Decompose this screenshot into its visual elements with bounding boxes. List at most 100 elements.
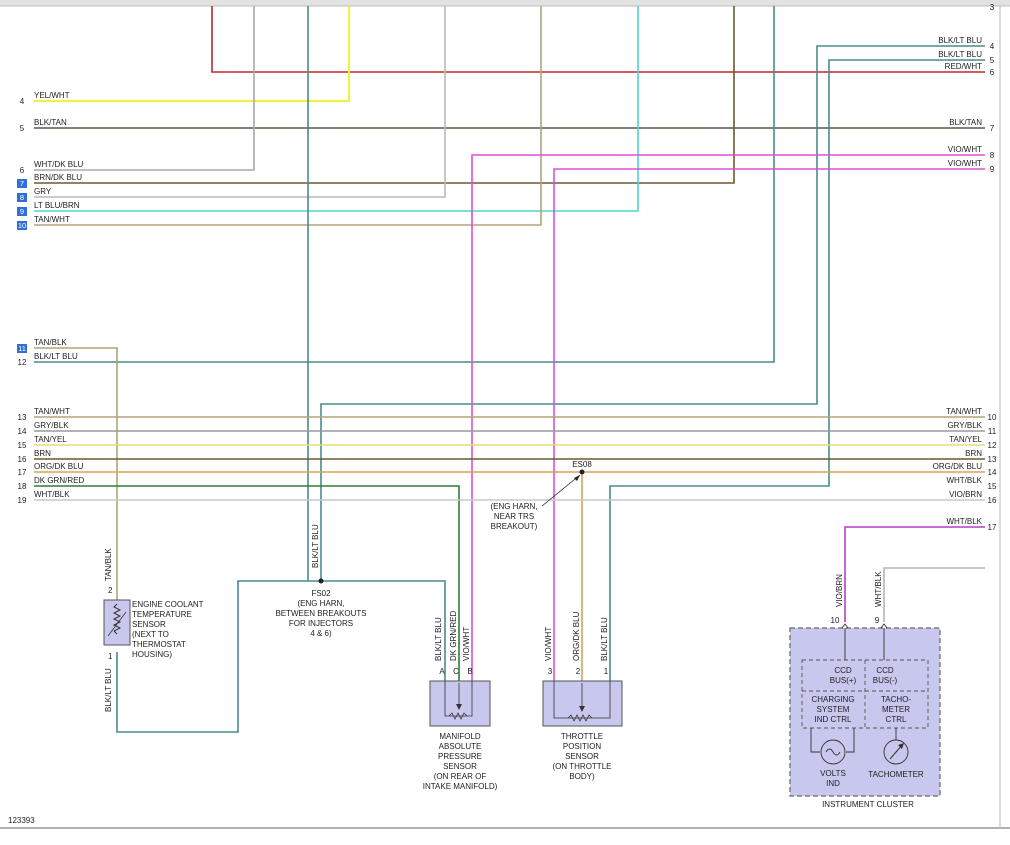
right-wire-label: BLK/LT BLU [938, 50, 982, 59]
pin-highlight [17, 221, 27, 230]
left-wire-label: BLK/TAN [34, 118, 67, 127]
left-wire-label: WHT/DK BLU [34, 160, 84, 169]
charging-ctrl-3: IND CTRL [815, 715, 852, 724]
wire-fs02-to-ect [116, 580, 321, 733]
ect-sensor-body [103, 599, 131, 646]
right-connector-pin: 14 ORG/DK BLU [933, 462, 997, 477]
left-wire-label: LT BLU/BRN [34, 201, 80, 210]
right-wire-label: VIO/WHT [948, 145, 982, 154]
map-desc-3: PRESSURE [438, 752, 482, 761]
right-wire-label: RED/WHT [945, 62, 982, 71]
right-wire-label: VIO/WHT [948, 159, 982, 168]
wire-vio-brn [844, 526, 985, 622]
map-desc-4: SENSOR [443, 762, 477, 771]
right-wire-label: WHT/BLK [946, 517, 982, 526]
right-connector-pin: 3 [990, 3, 995, 12]
map-pin-c: C [453, 667, 459, 676]
left-wire-label: GRY/BLK [34, 421, 69, 430]
wire-yel-wht [34, 6, 351, 103]
wire-vio-wht-9 [553, 168, 985, 681]
left-pin-number: 9 [20, 207, 24, 216]
tach-ctrl-3: CTRL [886, 715, 907, 724]
tps-pin-1: 1 [604, 667, 609, 676]
tps-wire-1: BLK/LT BLU [600, 617, 609, 661]
wire-red-wht [211, 6, 985, 73]
right-connector-pin: 9 VIO/WHT [948, 159, 995, 174]
es08-leader [541, 474, 581, 507]
es08-name: ES08 [572, 460, 592, 469]
tps-pin-2: 2 [576, 667, 581, 676]
right-pin-number: 13 [988, 455, 997, 464]
ect-desc-3: SENSOR [132, 620, 166, 629]
left-pin-number: 4 [20, 97, 25, 106]
tps-desc-5: BODY) [569, 772, 595, 781]
right-wire-label: TAN/YEL [949, 435, 982, 444]
right-wire-label: ORG/DK BLU [933, 462, 983, 471]
left-wire-label: BRN [34, 449, 51, 458]
wire-fs02-to-map [321, 580, 446, 681]
tps-pin-3: 3 [548, 667, 553, 676]
right-pin-number: 15 [988, 482, 997, 491]
wire-wht-blk-17 [883, 567, 985, 622]
map-wire-a: BLK/LT BLU [434, 617, 443, 661]
left-pin-number: 12 [18, 358, 27, 367]
ect-desc-4: (NEXT TO [132, 630, 169, 639]
right-pin-number: 14 [988, 468, 997, 477]
tps-desc-2: POSITION [563, 742, 601, 751]
pin-highlight [17, 207, 27, 216]
left-pin-number: 17 [18, 468, 27, 477]
instrument-cluster-label: INSTRUMENT CLUSTER [822, 800, 914, 809]
ect-pin-top: 2 [108, 586, 113, 595]
left-wire-label: TAN/WHT [34, 215, 70, 224]
fs02-desc-2: BETWEEN BREAKOUTS [275, 609, 366, 618]
right-connector-pin: 8 VIO/WHT [948, 145, 995, 160]
fs02-wire-label: BLK/LT BLU [311, 524, 320, 568]
pin-highlight [17, 344, 27, 353]
right-connector-pin: 15 WHT/BLK [946, 476, 997, 491]
ect-desc-6: HOUSING) [132, 650, 172, 659]
fs02-splice-dot [318, 578, 324, 584]
right-pin-number: 8 [990, 151, 995, 160]
left-wire-label: WHT/BLK [34, 490, 70, 499]
left-pin-number: 6 [20, 166, 25, 175]
tach-ctrl-1: TACHO- [881, 695, 911, 704]
es08-desc-3: BREAKOUT) [491, 522, 538, 531]
right-pin-number: 6 [990, 68, 995, 77]
left-pin-number: 5 [20, 124, 25, 133]
map-sensor: BLK/LT BLU DK GRN/RED VIO/WHT A C B MANI… [423, 611, 498, 791]
right-connector-pin: 5 BLK/LT BLU [938, 50, 995, 65]
figure-id: 123393 [8, 816, 35, 825]
wire-brn-dk-blu [34, 6, 735, 184]
right-pin-number: 10 [988, 413, 997, 422]
right-pin-number: 5 [990, 56, 995, 65]
wire-blk-lt-blu-12 [34, 6, 775, 363]
map-sensor-body [429, 680, 491, 727]
left-pin-number: 13 [18, 413, 27, 422]
es08-splice-dot [579, 469, 585, 475]
tps-sensor-body [542, 680, 623, 727]
instrument-cluster: VIO/BRN WHT/BLK 10 9 CCD BUS(+) CCD BUS(… [789, 571, 941, 809]
ect-wire-top-label: TAN/BLK [104, 548, 113, 581]
volts-ind-1: VOLTS [820, 769, 846, 778]
tach-ctrl-2: METER [882, 705, 910, 714]
wire-vio-wht-8 [471, 154, 985, 681]
wire-lt-blu-brn [34, 6, 639, 212]
ect-sensor: TAN/BLK 2 1 BLK/LT BLU ENGINE COOLANT TE… [103, 548, 204, 712]
fs02-desc-3: FOR INJECTORS [289, 619, 353, 628]
right-wire-label: WHT/BLK [946, 476, 982, 485]
right-connector-pin: 6 RED/WHT [945, 62, 995, 77]
right-wire-label: VIO/BRN [949, 490, 982, 499]
tps-wire-3: VIO/WHT [544, 627, 553, 661]
es08-desc-2: NEAR TRS [494, 512, 534, 521]
right-pin-number: 9 [990, 165, 995, 174]
left-connector-pin: 6 WHT/DK BLU [20, 160, 84, 175]
